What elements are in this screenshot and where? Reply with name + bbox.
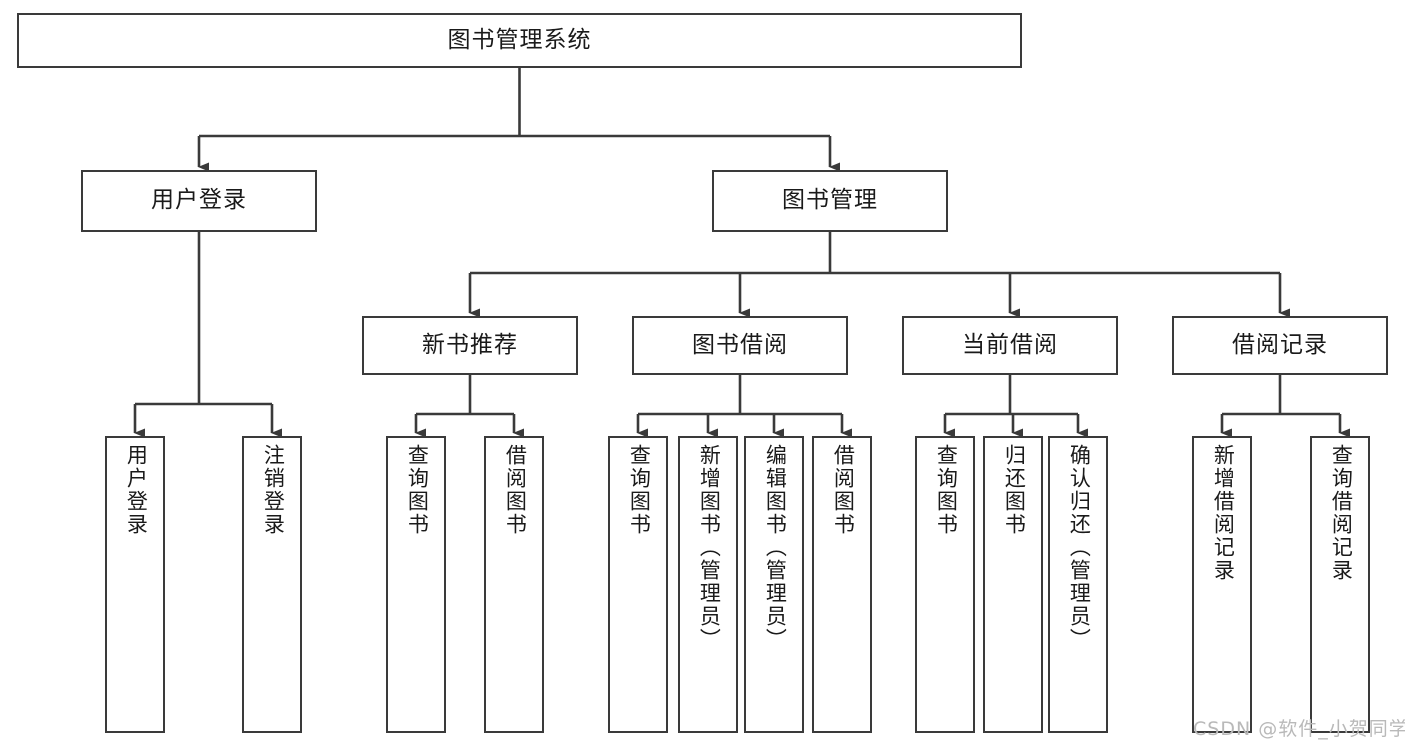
- node-current-borrow[interactable]: 当前借阅: [902, 316, 1118, 375]
- node-label: 用户登录: [124, 444, 149, 536]
- node-label: 新增借阅记录: [1211, 444, 1236, 582]
- csdn-watermark: CSDN @软件_小贺同学: [1193, 718, 1405, 740]
- node-label: 查询图书: [405, 444, 430, 536]
- node-leaf-add-borrow-record[interactable]: 新增借阅记录: [1192, 436, 1252, 733]
- node-leaf-user-logout[interactable]: 注销登录: [242, 436, 302, 733]
- node-leaf-borrow-book-2[interactable]: 借阅图书: [812, 436, 872, 733]
- node-leaf-query-book-3[interactable]: 查询图书: [915, 436, 975, 733]
- node-label: 借阅图书: [503, 444, 528, 536]
- node-leaf-user-login[interactable]: 用户登录: [105, 436, 165, 733]
- node-label: 新增图书（管理员）: [697, 444, 722, 651]
- node-book-borrow[interactable]: 图书借阅: [632, 316, 848, 375]
- node-label: 归还图书: [1002, 444, 1027, 536]
- node-label: 注销登录: [261, 444, 286, 536]
- node-borrow-record[interactable]: 借阅记录: [1172, 316, 1388, 375]
- node-label: 图书管理系统: [447, 26, 592, 53]
- node-label: 图书管理: [782, 187, 878, 214]
- node-label: 借阅记录: [1232, 331, 1328, 358]
- node-book-manage[interactable]: 图书管理: [712, 170, 948, 232]
- node-label: 查询借阅记录: [1329, 444, 1354, 582]
- node-leaf-borrow-book-1[interactable]: 借阅图书: [484, 436, 544, 733]
- node-root[interactable]: 图书管理系统: [17, 13, 1022, 68]
- node-user-login[interactable]: 用户登录: [81, 170, 317, 232]
- node-leaf-query-book-1[interactable]: 查询图书: [386, 436, 446, 733]
- node-label: 图书借阅: [692, 331, 788, 358]
- node-leaf-query-book-2[interactable]: 查询图书: [608, 436, 668, 733]
- node-new-book-recommend[interactable]: 新书推荐: [362, 316, 578, 375]
- node-label: 查询图书: [627, 444, 652, 536]
- node-label: 用户登录: [151, 187, 247, 214]
- node-label: 借阅图书: [831, 444, 856, 536]
- node-leaf-confirm-return-admin[interactable]: 确认归还（管理员）: [1048, 436, 1108, 733]
- node-label: 编辑图书（管理员）: [763, 444, 788, 651]
- node-leaf-return-book[interactable]: 归还图书: [983, 436, 1043, 733]
- node-leaf-edit-book-admin[interactable]: 编辑图书（管理员）: [744, 436, 804, 733]
- node-label: 新书推荐: [422, 331, 518, 358]
- node-label: 当前借阅: [962, 331, 1058, 358]
- node-leaf-add-book-admin[interactable]: 新增图书（管理员）: [678, 436, 738, 733]
- node-label: 查询图书: [934, 444, 959, 536]
- node-leaf-query-borrow-record[interactable]: 查询借阅记录: [1310, 436, 1370, 733]
- node-label: 确认归还（管理员）: [1067, 444, 1092, 651]
